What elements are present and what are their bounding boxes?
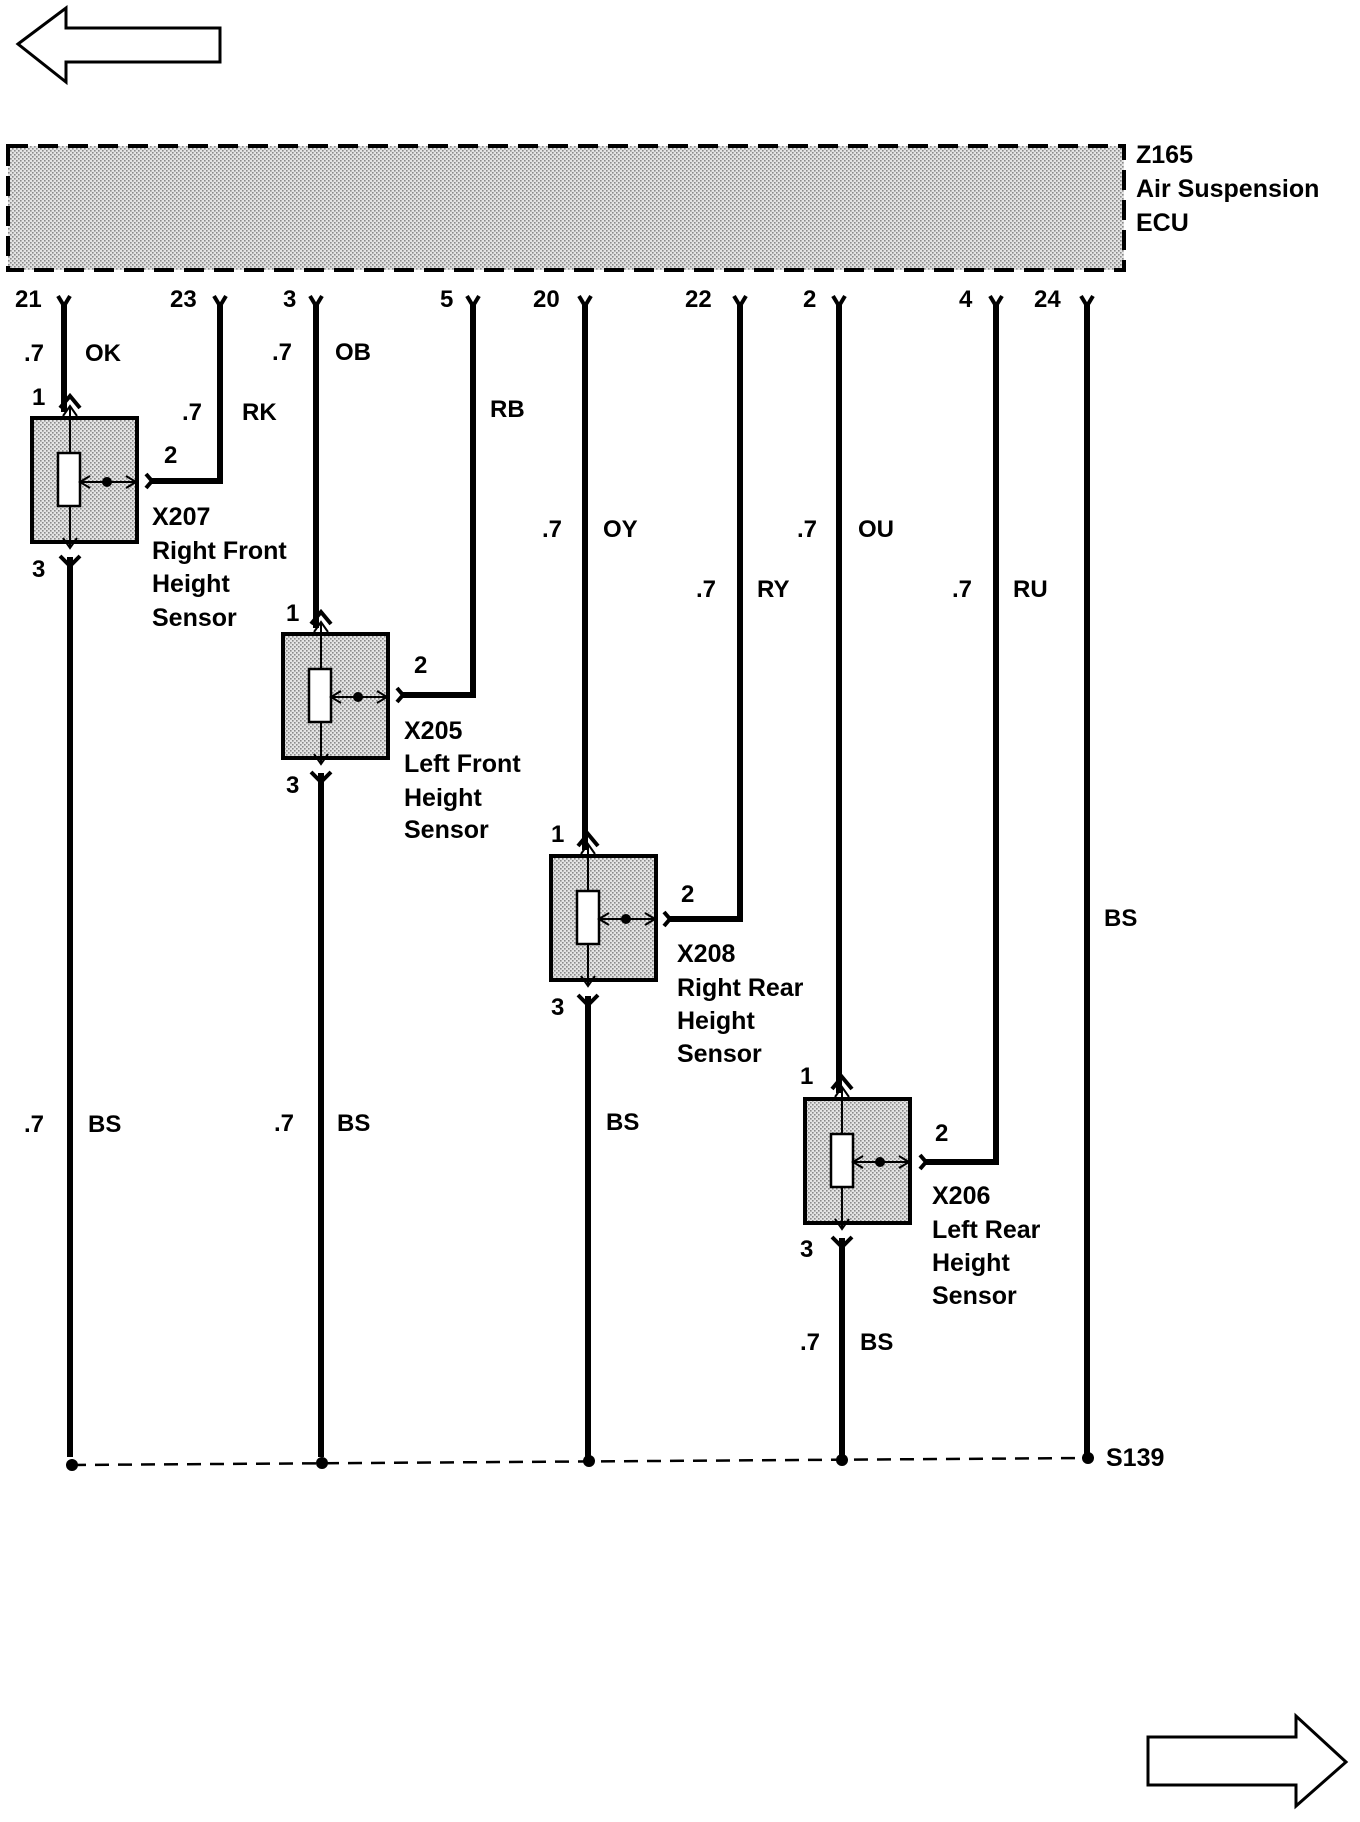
ecu-connector-symbols: [56, 294, 1095, 310]
ecu-pin-22: 22: [685, 286, 712, 313]
x206-pin3: 3: [800, 1236, 813, 1263]
wire-bs4-gauge: .7: [800, 1329, 820, 1356]
ecu-id: Z165: [1136, 141, 1193, 169]
x208-id: X208: [677, 940, 735, 968]
wire-rb: [403, 304, 476, 698]
x205-id: X205: [404, 717, 462, 745]
wire-rk-color: RK: [242, 399, 277, 426]
x207-pin1: 1: [32, 384, 45, 411]
wire-bs1-gauge: .7: [24, 1111, 44, 1138]
x207-id: X207: [152, 503, 210, 531]
x208-line1: Right Rear: [677, 974, 804, 1002]
x207-pin2: 2: [164, 442, 177, 469]
ecu-pin-4: 4: [959, 286, 973, 313]
x208-line3: Sensor: [677, 1040, 762, 1068]
sensor-x207: [30, 392, 155, 569]
x206-line3: Sensor: [932, 1282, 1017, 1310]
ecu-pin-5: 5: [440, 286, 453, 313]
wire-oy-color: OY: [603, 516, 638, 543]
wire-ou-gauge: .7: [797, 516, 817, 543]
wire-ok-color: OK: [85, 340, 122, 367]
wire-ru-gauge: .7: [952, 576, 972, 603]
x205-pin3: 3: [286, 772, 299, 799]
ecu-pin-2: 2: [803, 286, 816, 313]
wires: [61, 304, 1090, 1457]
x206-line1: Left Rear: [932, 1216, 1041, 1244]
wire-oy-gauge: .7: [542, 516, 562, 543]
ecu-name-2: ECU: [1136, 209, 1189, 237]
x205-line3: Sensor: [404, 816, 489, 844]
wire-ok-gauge: .7: [24, 340, 44, 367]
wire-ry: [670, 304, 743, 922]
ecu-pin-3: 3: [283, 286, 296, 313]
x206-pin2: 2: [935, 1120, 948, 1147]
wire-ru: [926, 304, 999, 1165]
x208-pin1: 1: [551, 821, 564, 848]
x207-line1: Right Front: [152, 537, 287, 565]
ecu-pin-21: 21: [15, 286, 42, 313]
ecu-pin-20: 20: [533, 286, 560, 313]
wire-rk: [152, 304, 223, 484]
next-page-arrow[interactable]: [1146, 1712, 1349, 1810]
wire-bs4-color: BS: [860, 1329, 893, 1356]
sensor-x208: [549, 830, 673, 1008]
ecu-box: [6, 144, 1126, 272]
wire-bs1-color: BS: [88, 1111, 121, 1138]
ecu-pin-23: 23: [170, 286, 197, 313]
x205-line2: Height: [404, 784, 482, 812]
splice-dots: [66, 1452, 1094, 1471]
wire-ru-color: RU: [1013, 576, 1048, 603]
wire-bs2-color: BS: [337, 1110, 370, 1137]
x206-pin1: 1: [800, 1063, 813, 1090]
wire-ry-color: RY: [757, 576, 789, 603]
x205-line1: Left Front: [404, 750, 521, 778]
wire-bs3-color: BS: [606, 1109, 639, 1136]
x208-pin3: 3: [551, 994, 564, 1021]
wire-ry-gauge: .7: [696, 576, 716, 603]
ecu-name: Air Suspension: [1136, 175, 1319, 203]
x206-line2: Height: [932, 1249, 1010, 1277]
x205-pin1: 1: [286, 600, 299, 627]
sensor-x205: [281, 608, 406, 785]
x208-pin2: 2: [681, 881, 694, 908]
x207-line3: Sensor: [152, 604, 237, 632]
ecu-pin-24: 24: [1034, 286, 1061, 313]
wire-ou-color: OU: [858, 516, 894, 543]
x208-line2: Height: [677, 1007, 755, 1035]
ground-bus: [71, 1456, 1089, 1467]
wire-rk-gauge: .7: [182, 399, 202, 426]
splice-id: S139: [1106, 1444, 1164, 1472]
wire-ob-gauge: .7: [272, 339, 292, 366]
wire-ob-color: OB: [335, 339, 371, 366]
x206-id: X206: [932, 1182, 990, 1210]
x207-pin3: 3: [32, 556, 45, 583]
sensor-x206: [803, 1073, 929, 1250]
x205-pin2: 2: [414, 652, 427, 679]
x207-line2: Height: [152, 570, 230, 598]
wire-bs-24-color: BS: [1104, 905, 1137, 932]
wire-rb-color: RB: [490, 396, 525, 423]
wire-bs2-gauge: .7: [274, 1110, 294, 1137]
prev-page-arrow[interactable]: [15, 5, 222, 86]
